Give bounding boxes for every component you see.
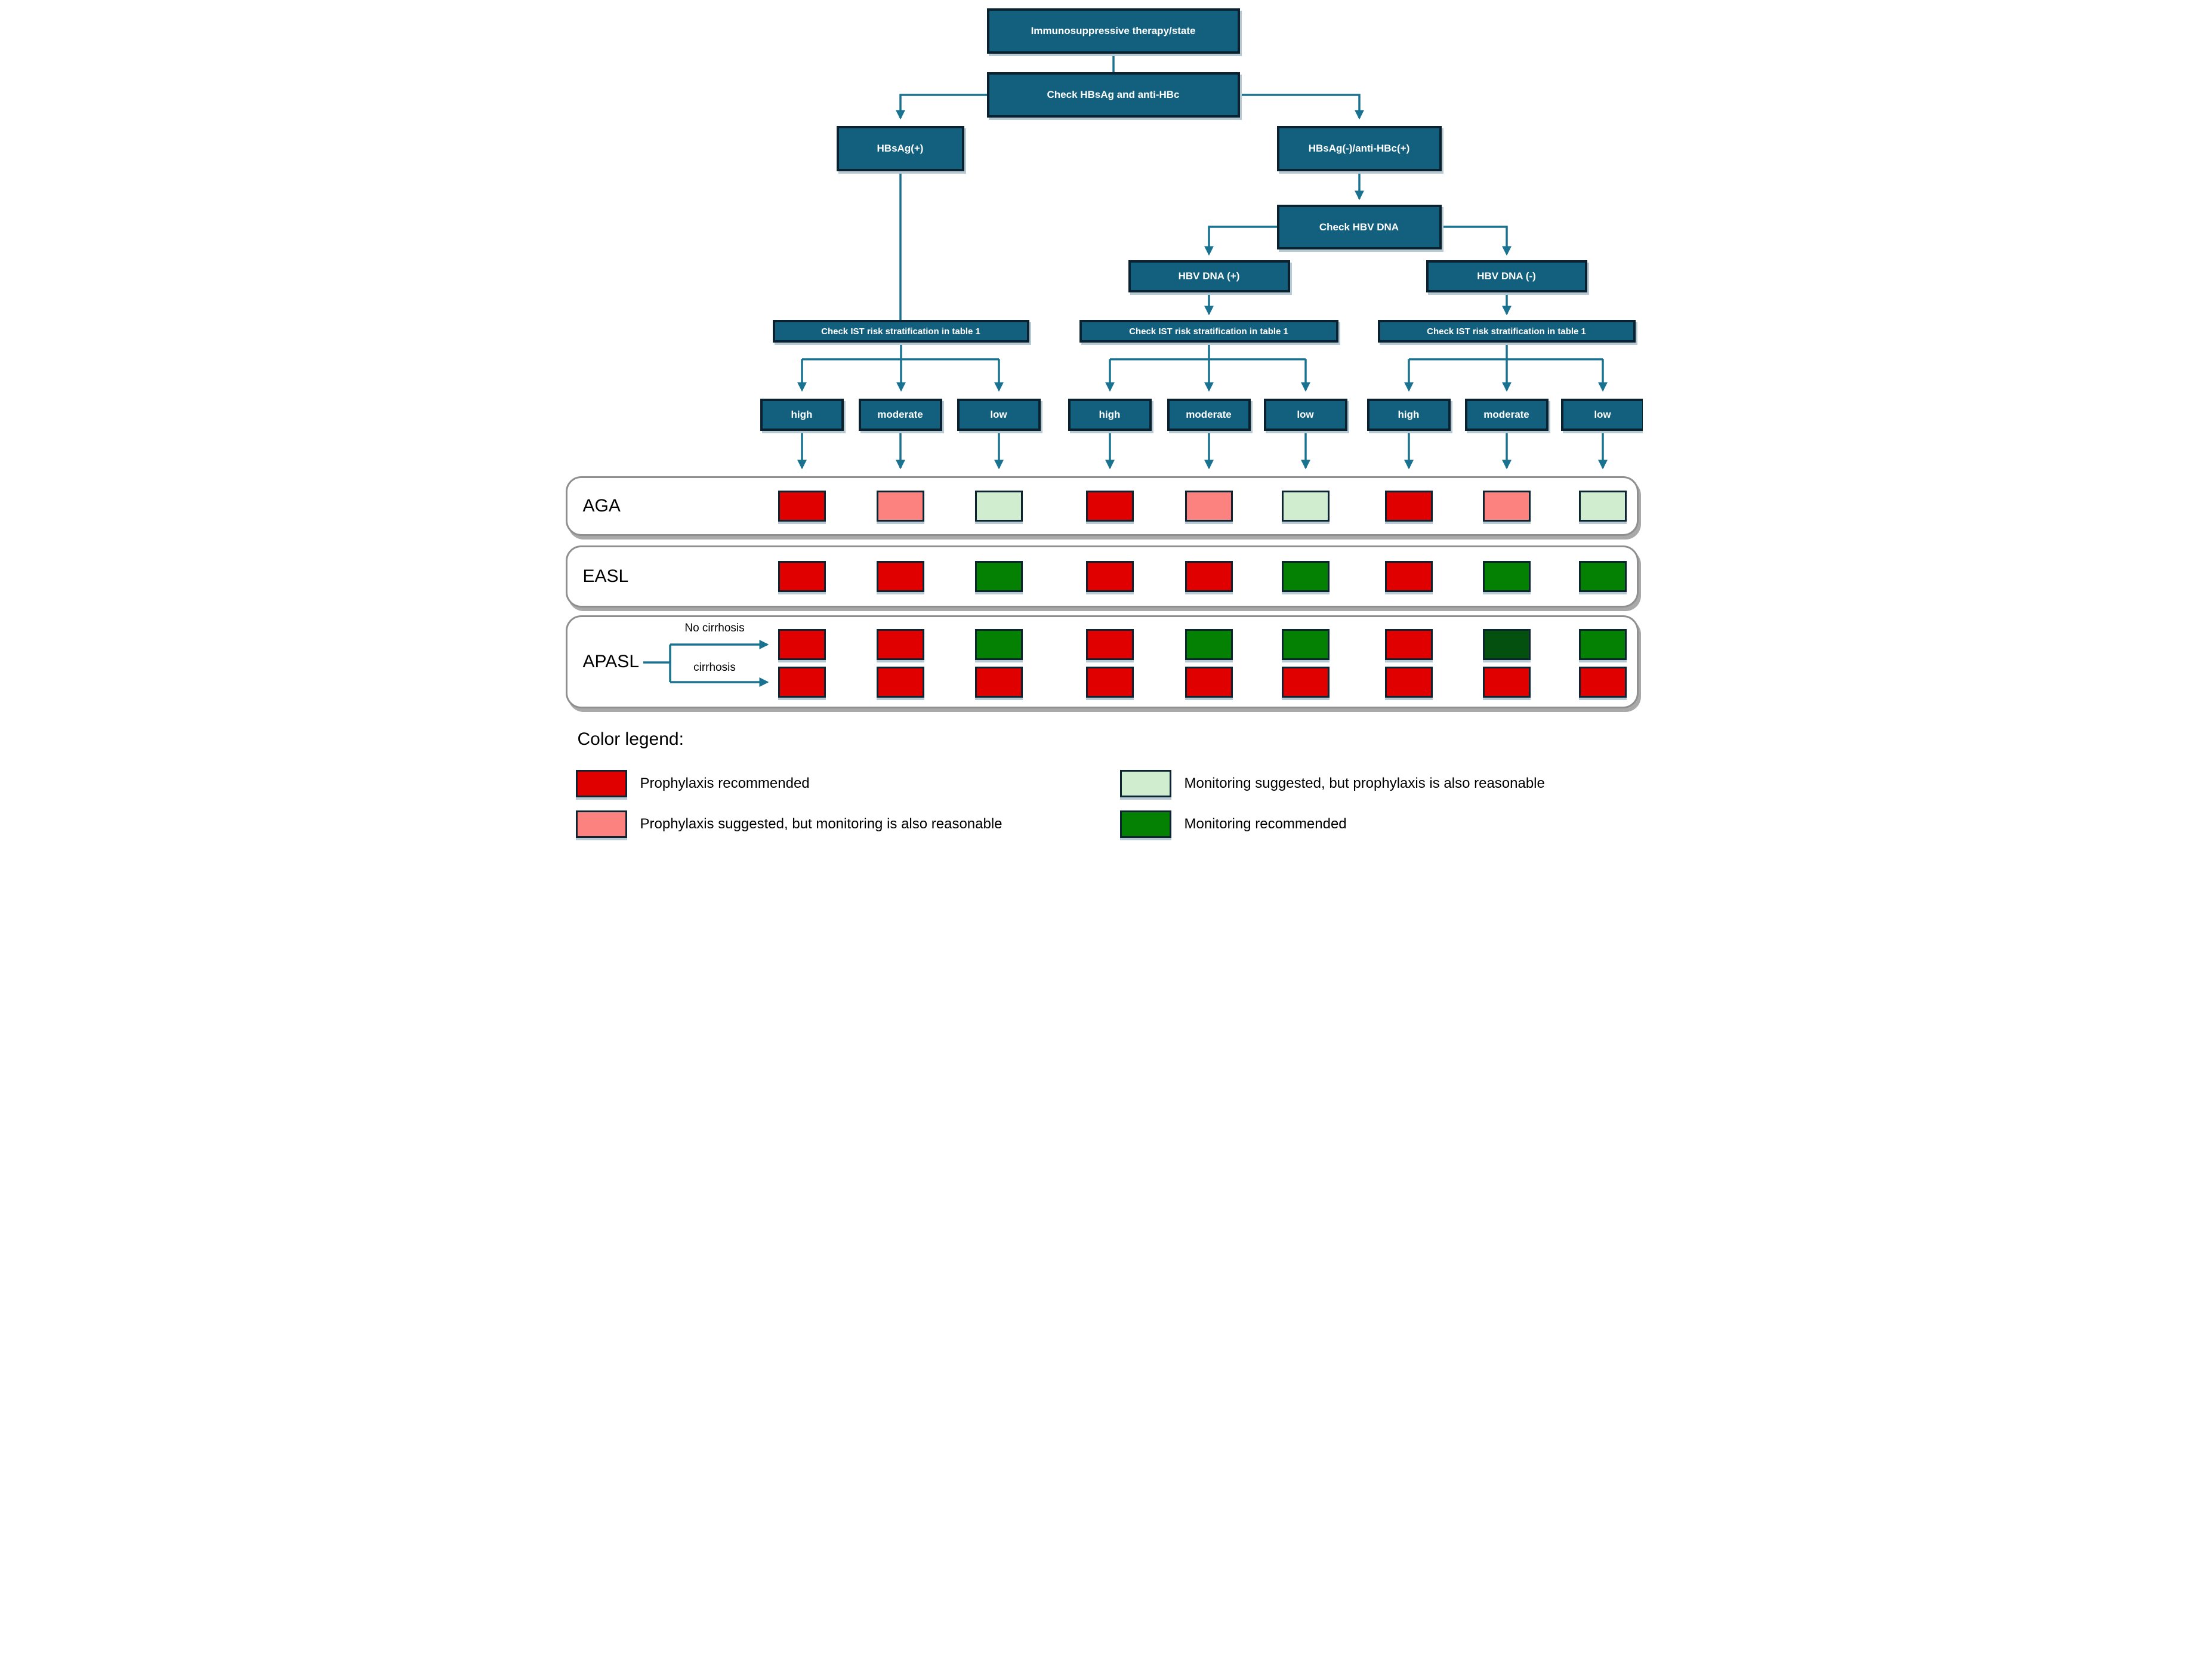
easl-swatch-2 bbox=[876, 561, 924, 592]
apasl-no-cirrhosis-swatch-6 bbox=[1281, 629, 1330, 660]
legend-swatch-monitoring-suggested bbox=[1119, 770, 1171, 797]
risk-box-g1-low: low bbox=[957, 399, 1041, 431]
easl-swatch-7 bbox=[1384, 561, 1433, 592]
check-hbv-dna-box: Check HBV DNA bbox=[1276, 205, 1442, 249]
root-box: Immunosuppressive therapy/state bbox=[986, 8, 1240, 54]
apasl-no-cirrhosis-swatch-3 bbox=[974, 629, 1023, 660]
apasl-row-label: APASL bbox=[582, 652, 640, 671]
apasl-no-cirrhosis-swatch-8 bbox=[1482, 629, 1531, 660]
aga-swatch-9 bbox=[1578, 491, 1627, 522]
apasl-no-cirrhosis-swatch-9 bbox=[1578, 629, 1627, 660]
easl-swatch-8 bbox=[1482, 561, 1531, 592]
ist-risk-box-3: Check IST risk stratification in table 1 bbox=[1377, 320, 1636, 343]
apasl-cirrhosis-swatch-6 bbox=[1281, 667, 1330, 698]
apasl-cirrhosis-swatch-3 bbox=[974, 667, 1023, 698]
easl-row-label: EASL bbox=[582, 566, 629, 586]
ist-risk-box-2: Check IST risk stratification in table 1 bbox=[1079, 320, 1338, 343]
aga-swatch-1 bbox=[778, 491, 826, 522]
easl-swatch-3 bbox=[974, 561, 1023, 592]
aga-swatch-3 bbox=[974, 491, 1023, 522]
apasl-cirrhosis-label: cirrhosis bbox=[693, 661, 736, 674]
aga-swatch-6 bbox=[1281, 491, 1330, 522]
apasl-cirrhosis-swatch-9 bbox=[1578, 667, 1627, 698]
apasl-no-cirrhosis-label: No cirrhosis bbox=[684, 622, 745, 634]
aga-swatch-5 bbox=[1185, 491, 1233, 522]
apasl-cirrhosis-swatch-5 bbox=[1185, 667, 1233, 698]
easl-swatch-6 bbox=[1281, 561, 1330, 592]
legend-item: Prophylaxis recommended bbox=[575, 770, 810, 797]
easl-swatch-4 bbox=[1085, 561, 1134, 592]
legend-label: Monitoring recommended bbox=[1184, 816, 1347, 832]
risk-box-g3-low: low bbox=[1560, 399, 1643, 431]
legend-item: Monitoring suggested, but prophylaxis is… bbox=[1119, 770, 1545, 797]
aga-swatch-7 bbox=[1384, 491, 1433, 522]
legend-swatch-monitoring-recommended bbox=[1119, 810, 1171, 838]
ist-risk-box-1: Check IST risk stratification in table 1 bbox=[772, 320, 1029, 343]
risk-box-g3-moderate: moderate bbox=[1464, 399, 1549, 431]
hbv-dna-negative-box: HBV DNA (-) bbox=[1426, 260, 1587, 292]
aga-swatch-4 bbox=[1085, 491, 1134, 522]
risk-box-g2-high: high bbox=[1068, 399, 1152, 431]
aga-swatch-2 bbox=[876, 491, 924, 522]
apasl-cirrhosis-swatch-1 bbox=[778, 667, 826, 698]
apasl-cirrhosis-swatch-8 bbox=[1482, 667, 1531, 698]
check-serology-box: Check HBsAg and anti-HBc bbox=[986, 72, 1240, 118]
hbv-prophylaxis-flowchart: AGA EASL APASL No cirrhosis cirrhosis bbox=[547, 0, 1643, 840]
hbsag-positive-box: HBsAg(+) bbox=[836, 126, 964, 171]
legend-title: Color legend: bbox=[577, 729, 684, 749]
apasl-no-cirrhosis-swatch-5 bbox=[1185, 629, 1233, 660]
legend-item: Prophylaxis suggested, but monitoring is… bbox=[575, 810, 1003, 838]
easl-swatch-1 bbox=[778, 561, 826, 592]
hbsag-negative-box: HBsAg(-)/anti-HBc(+) bbox=[1276, 126, 1442, 171]
risk-box-g3-high: high bbox=[1367, 399, 1451, 431]
risk-box-g1-moderate: moderate bbox=[858, 399, 942, 431]
hbv-dna-positive-box: HBV DNA (+) bbox=[1128, 260, 1290, 292]
apasl-no-cirrhosis-swatch-4 bbox=[1085, 629, 1134, 660]
aga-row: AGA bbox=[565, 476, 1639, 536]
legend-item: Monitoring recommended bbox=[1119, 810, 1347, 838]
legend-swatch-prophylaxis-suggested bbox=[575, 810, 627, 838]
legend-label: Prophylaxis recommended bbox=[640, 775, 810, 791]
apasl-no-cirrhosis-swatch-7 bbox=[1384, 629, 1433, 660]
easl-swatch-5 bbox=[1185, 561, 1233, 592]
aga-row-label: AGA bbox=[582, 496, 621, 516]
apasl-cirrhosis-swatch-2 bbox=[876, 667, 924, 698]
legend-swatch-prophylaxis-recommended bbox=[575, 770, 627, 797]
apasl-cirrhosis-swatch-7 bbox=[1384, 667, 1433, 698]
apasl-cirrhosis-swatch-4 bbox=[1085, 667, 1134, 698]
apasl-no-cirrhosis-swatch-2 bbox=[876, 629, 924, 660]
legend-label: Prophylaxis suggested, but monitoring is… bbox=[640, 816, 1003, 832]
legend-label: Monitoring suggested, but prophylaxis is… bbox=[1184, 775, 1545, 791]
risk-box-g2-low: low bbox=[1263, 399, 1347, 431]
aga-swatch-8 bbox=[1482, 491, 1531, 522]
easl-swatch-9 bbox=[1578, 561, 1627, 592]
risk-box-g1-high: high bbox=[760, 399, 844, 431]
risk-box-g2-moderate: moderate bbox=[1167, 399, 1251, 431]
apasl-no-cirrhosis-swatch-1 bbox=[778, 629, 826, 660]
